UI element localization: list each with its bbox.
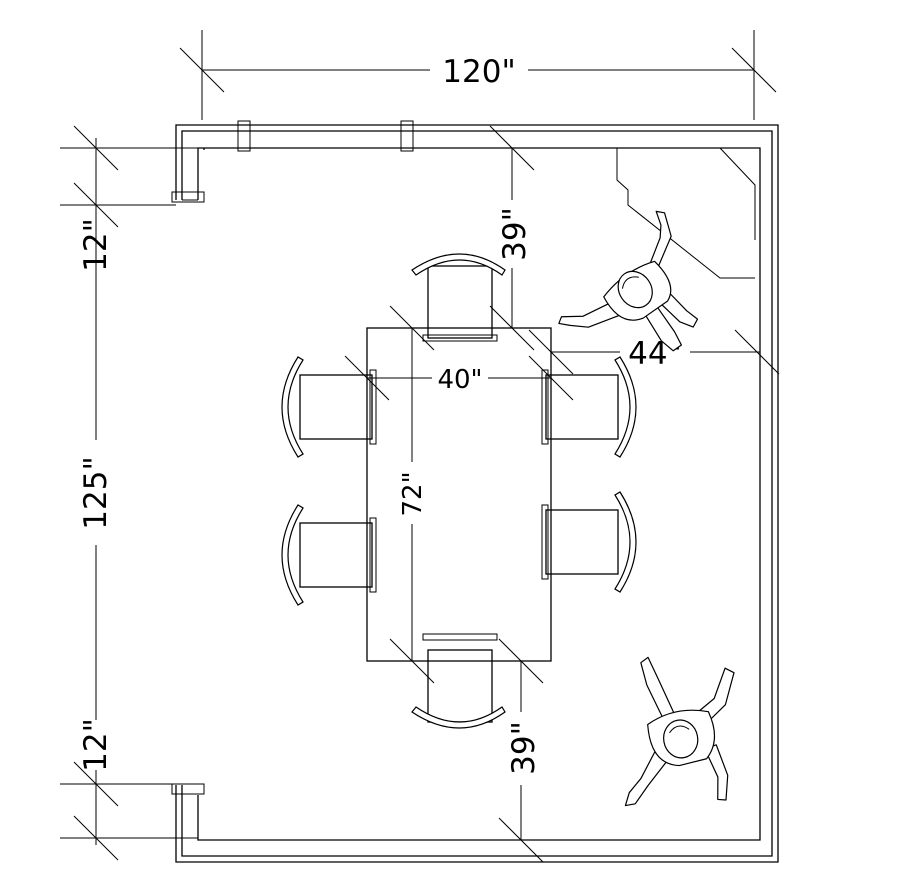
table-width-label: 40" [437, 365, 482, 395]
chair-right-1 [541, 356, 637, 458]
dimension-clearance-side: 44" [528, 329, 780, 375]
clearance-top-label: 39" [497, 207, 533, 261]
dimension-clearance-top: 39" [489, 125, 535, 351]
dimension-room-width: 120" [179, 30, 777, 120]
chair-bottom [411, 633, 506, 729]
dining-table [366, 327, 552, 662]
clearance-bottom-label: 39" [506, 721, 542, 775]
chair-right-2 [541, 491, 637, 593]
person-figure-top [558, 210, 699, 352]
dimension-room-depth: 12" 125" 12" [60, 125, 262, 861]
table-length-label: 72" [398, 471, 428, 516]
door-offset-top-label: 12" [78, 218, 114, 272]
built-in-counter [616, 147, 756, 279]
dimension-clearance-bottom: 39" [498, 638, 544, 863]
room-width-label: 120" [442, 54, 515, 90]
person-figure-bottom [624, 656, 735, 807]
chair-top [411, 253, 506, 342]
chair-left-2 [281, 504, 377, 606]
dimension-table-width: 40" [344, 355, 574, 401]
dimension-table-length: 72" [389, 305, 435, 684]
chair-left-1 [281, 356, 377, 458]
room-depth-label: 125" [78, 456, 114, 529]
door-offset-bottom-label: 12" [78, 718, 114, 772]
